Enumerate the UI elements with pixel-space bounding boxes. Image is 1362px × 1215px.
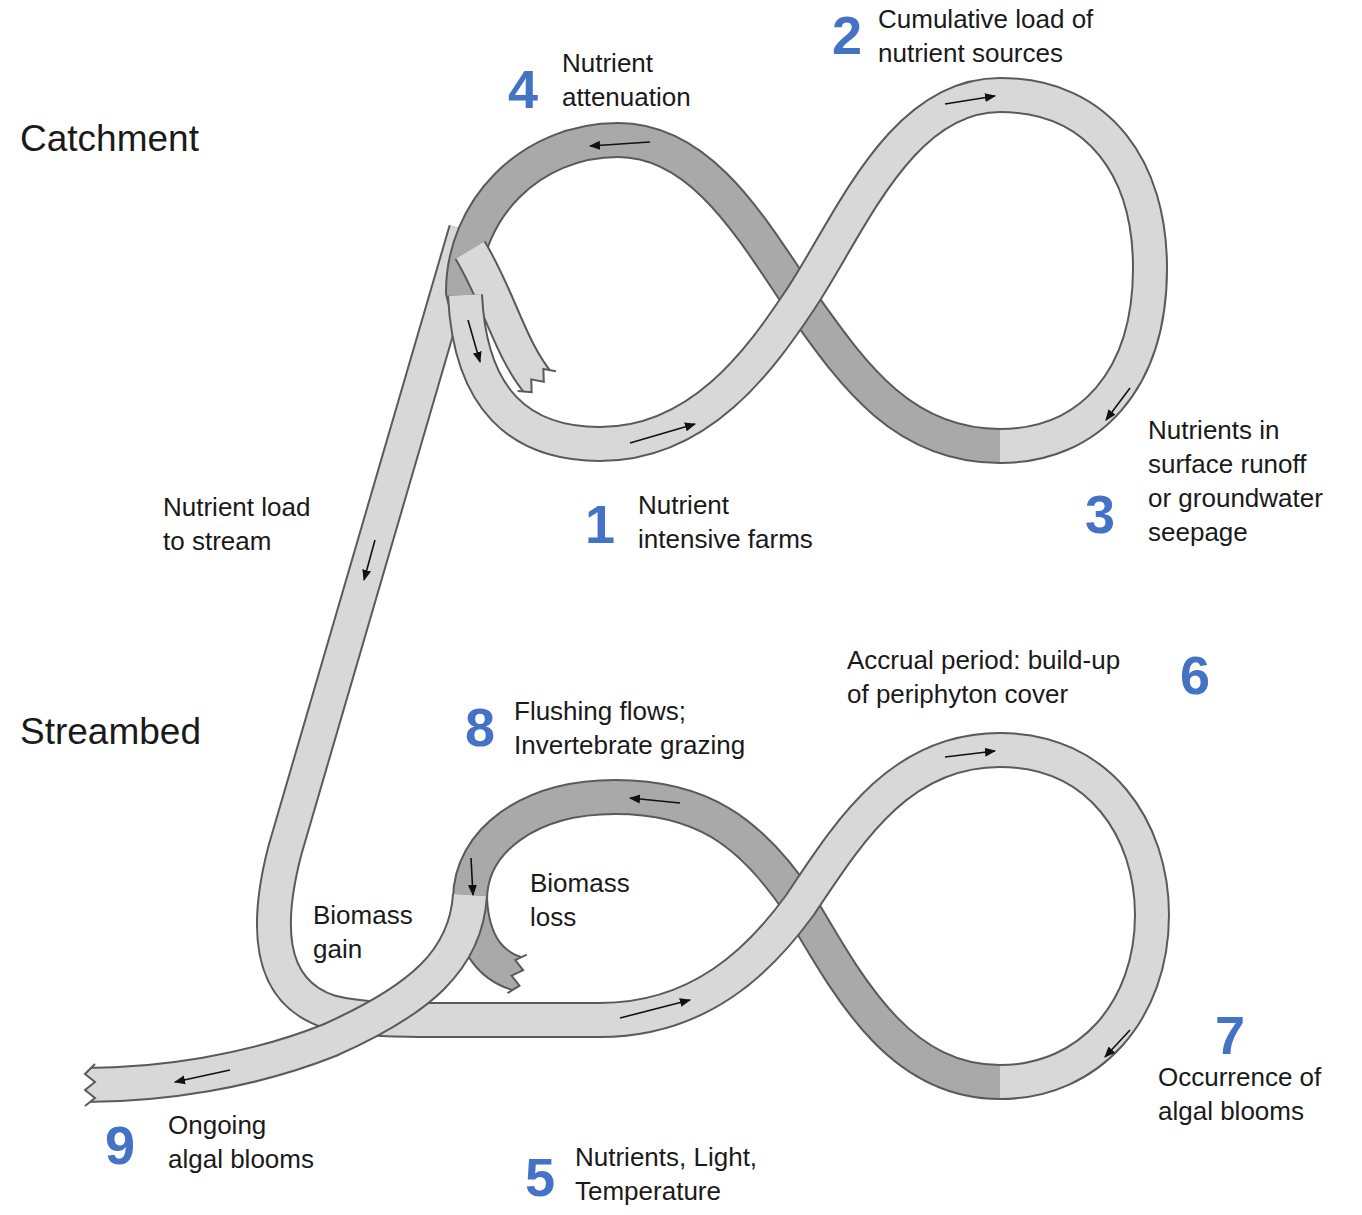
ribbon-outline	[600, 750, 1000, 1020]
ribbon-band	[274, 230, 602, 1020]
flow-arrow	[945, 96, 995, 104]
ribbon-outline	[274, 230, 602, 1020]
ribbon-band	[465, 95, 1000, 444]
torn-end-cover	[507, 955, 540, 999]
flow-arrow	[1106, 388, 1130, 420]
callout-number: 9	[105, 1118, 135, 1172]
flow-arrow	[630, 798, 680, 803]
flow-arrow	[471, 858, 473, 895]
ribbon-band	[1000, 95, 1150, 446]
flow-arrow	[1105, 1030, 1130, 1057]
ribbon-outline	[85, 895, 470, 1085]
torn-end-edge	[507, 955, 526, 994]
ribbon-band	[1000, 750, 1152, 1082]
flow-arrow	[620, 1000, 690, 1018]
callout-number: 6	[1180, 648, 1210, 702]
stage-label: Nutrient attenuation	[562, 46, 732, 114]
flow-arrow	[945, 751, 995, 757]
stage-label: Flushing flows; Invertebrate grazing	[514, 694, 799, 762]
stage-label: Occurrence of algal blooms	[1158, 1060, 1353, 1128]
stage-label: Nutrients in surface runoff or groundwat…	[1148, 413, 1332, 549]
torn-end-cover	[71, 1064, 95, 1106]
stage-label: Cumulative load of nutrient sources	[878, 2, 1140, 70]
section-heading: Catchment	[20, 118, 199, 161]
torn-end-cover	[518, 369, 566, 409]
torn-end-edge	[518, 369, 556, 392]
torn-end-edge	[85, 1064, 95, 1106]
callout-number: 8	[465, 700, 495, 754]
callout-number: 4	[508, 62, 538, 116]
flow-arrow	[590, 142, 650, 146]
stage-label: Accrual period: build-up of periphyton c…	[847, 643, 1139, 711]
stage-label: Nutrient load to stream	[163, 490, 335, 558]
ribbon-outline	[470, 797, 1000, 1082]
callout-number: 5	[525, 1150, 555, 1204]
stage-label: Nutrients, Light, Temperature	[575, 1140, 785, 1208]
flow-arrow	[468, 320, 480, 362]
stage-label: Biomass loss	[530, 866, 655, 934]
stage-label: Nutrient intensive farms	[638, 488, 833, 556]
flow-arrow	[630, 424, 695, 443]
section-heading: Streambed	[20, 711, 201, 754]
ribbon-outline	[465, 95, 1000, 444]
ribbon-outline	[1000, 95, 1150, 446]
flow-arrow	[175, 1070, 230, 1082]
callout-number: 3	[1085, 487, 1115, 541]
callout-number: 7	[1215, 1008, 1245, 1062]
ribbon-band	[85, 895, 470, 1085]
stage-label: Biomass gain	[313, 898, 438, 966]
stage-label: Ongoing algal blooms	[168, 1108, 326, 1176]
callout-number: 1	[585, 497, 615, 551]
callout-number: 2	[832, 8, 862, 62]
ribbon-band	[600, 750, 1000, 1020]
flow-arrow	[364, 540, 375, 580]
ribbon-outline	[1000, 750, 1152, 1082]
ribbon-band	[470, 797, 1000, 1082]
